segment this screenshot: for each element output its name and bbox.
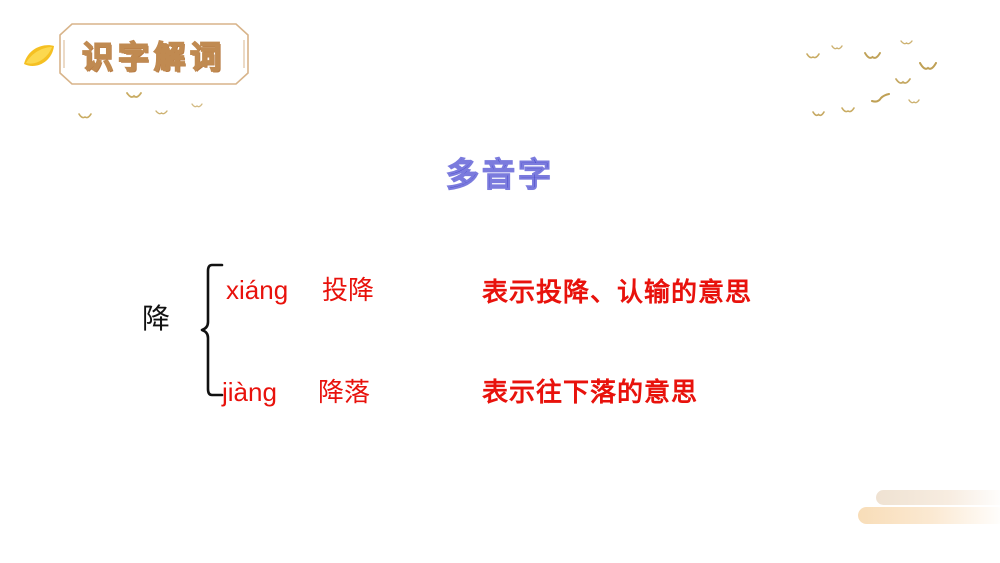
entry-meaning: 表示投降、认输的意思: [482, 277, 753, 307]
entry-meaning: 表示往下落的意思: [482, 377, 699, 407]
entry-row: xiáng 投降: [226, 270, 374, 307]
bottom-right-bars: [858, 490, 1000, 524]
entry-pinyin: xiáng: [226, 275, 289, 305]
entry-row: jiàng 降落: [222, 372, 370, 409]
entry-pinyin: jiàng: [222, 377, 277, 407]
bird-icon: [155, 110, 168, 115]
brace-bracket: [200, 263, 224, 397]
bird-icon: [864, 52, 881, 59]
bird-icon: [900, 40, 913, 45]
bird-icon: [812, 111, 825, 117]
bird-icon: [895, 78, 911, 84]
entry-word: 降落: [318, 377, 371, 407]
bird-icon: [191, 103, 203, 108]
bird-icon: [908, 99, 920, 104]
bird-icon: [806, 53, 820, 59]
leaf-icon: [24, 45, 54, 66]
header-badge-label: 识字解词: [81, 39, 226, 76]
page-title: 多音字: [445, 155, 554, 193]
head-character: 降: [142, 303, 171, 334]
bird-icon: [831, 45, 843, 50]
bird-icon: [78, 113, 92, 119]
bird-icon: [841, 107, 855, 113]
header-frame: [59, 23, 249, 85]
bird-icon: [871, 93, 890, 103]
entry-word: 投降: [322, 275, 375, 305]
bird-icon: [126, 92, 142, 98]
bird-icon: [919, 62, 937, 70]
header-badge: 识字解词: [58, 22, 250, 86]
